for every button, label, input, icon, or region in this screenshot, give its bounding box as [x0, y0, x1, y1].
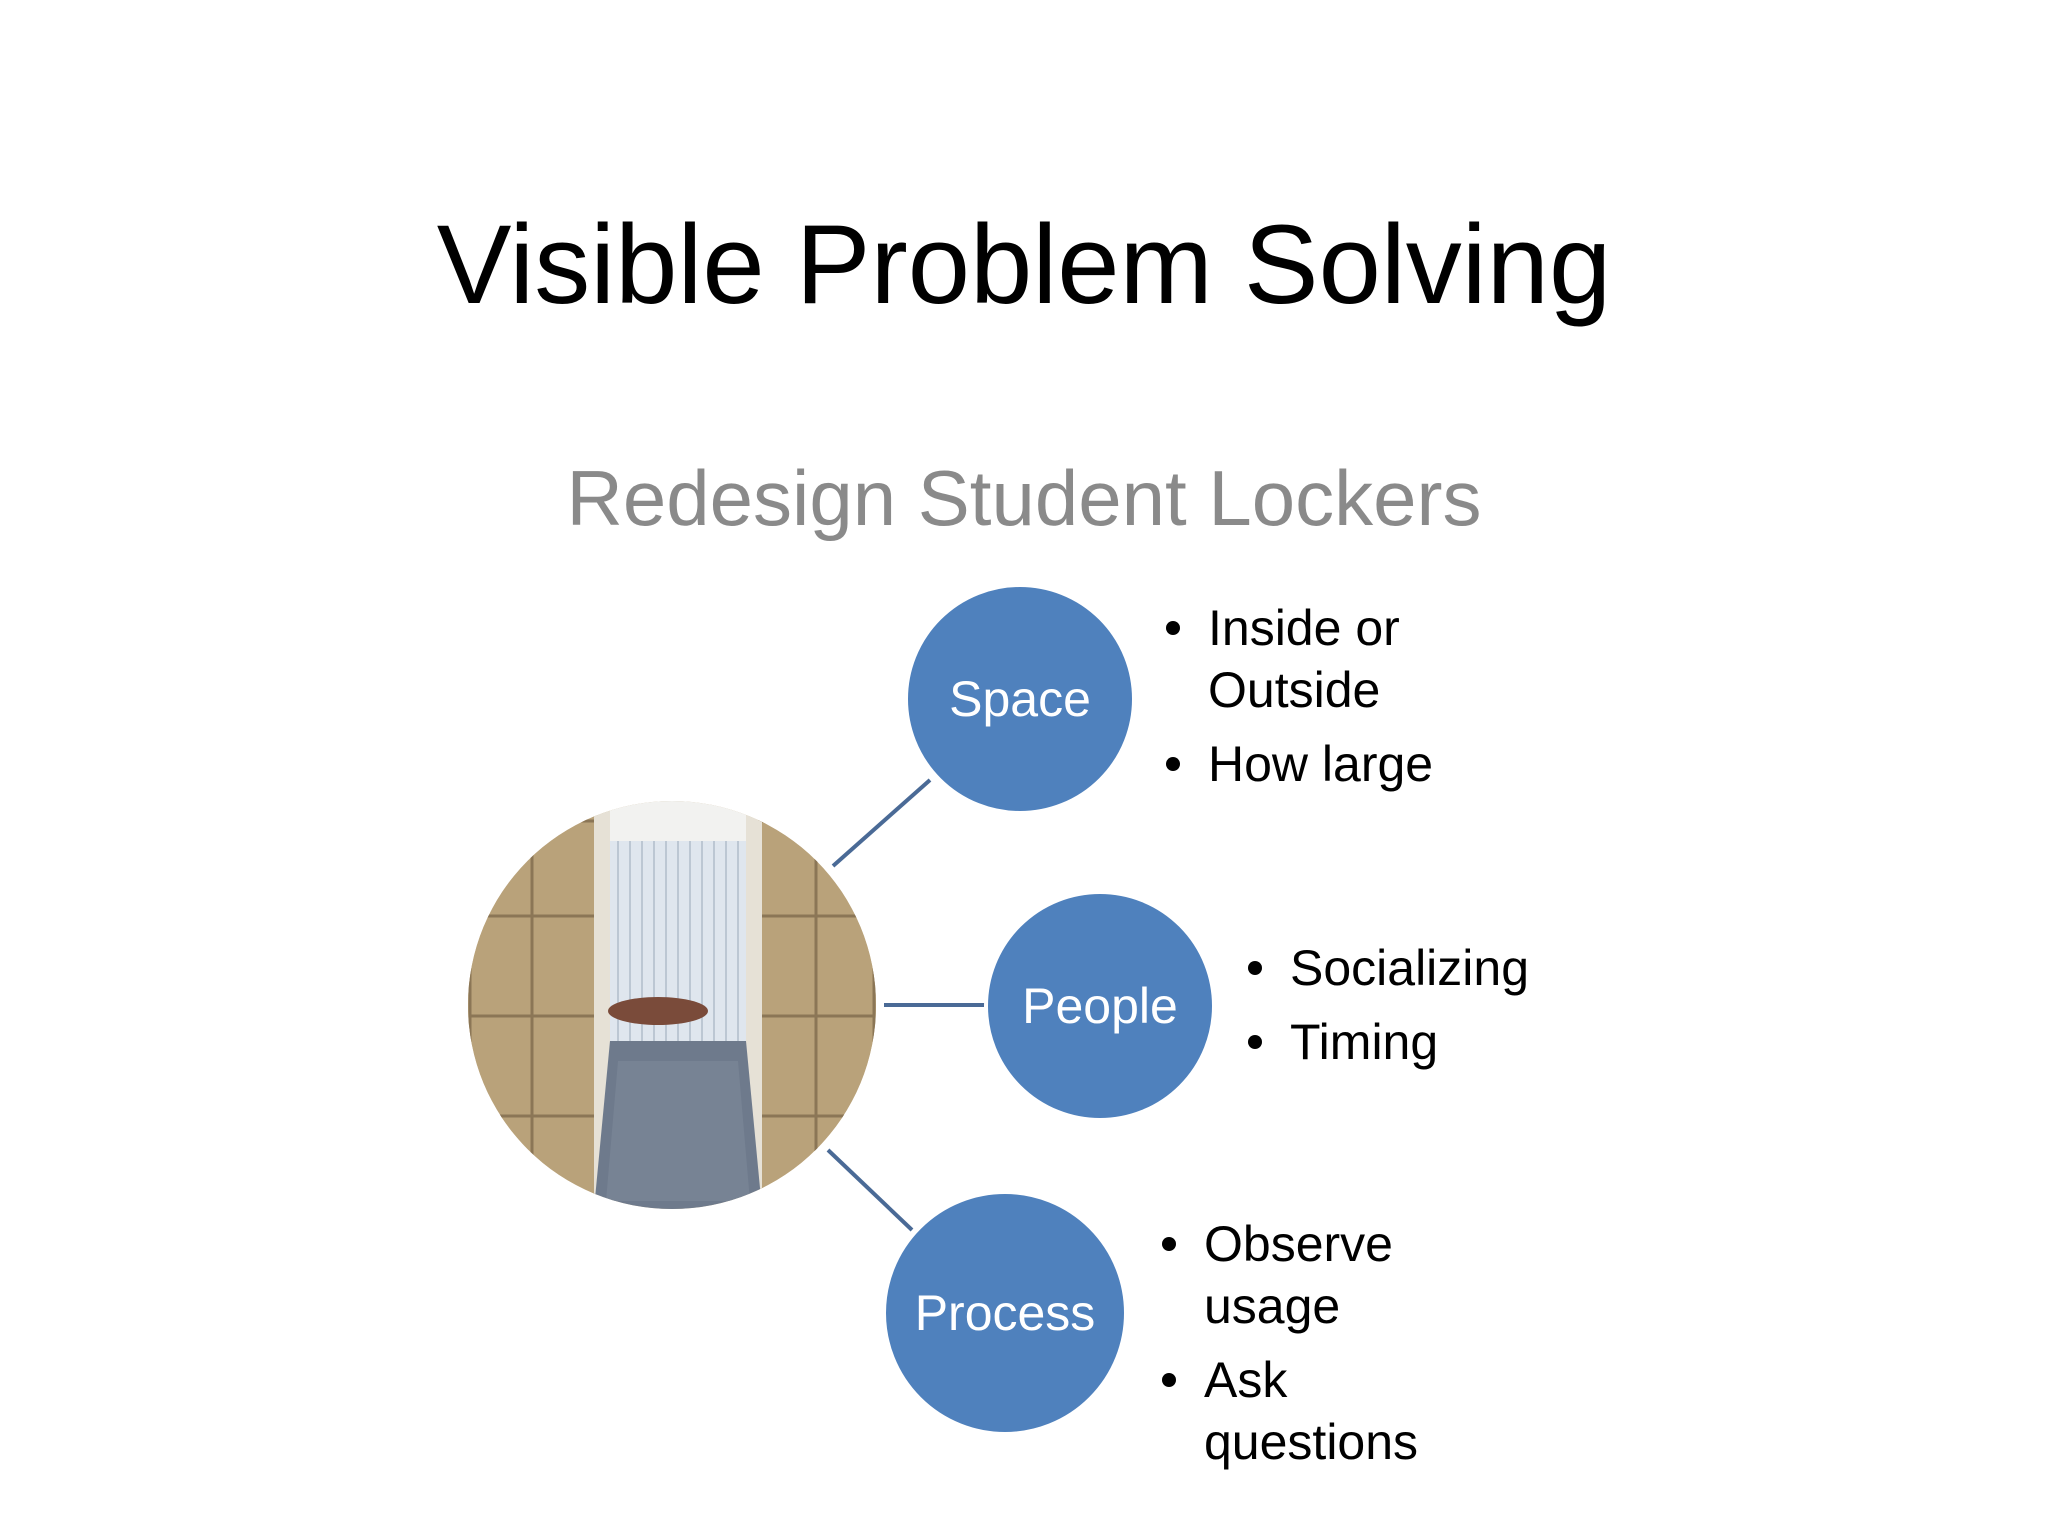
bullet-dot-icon: [1248, 961, 1262, 975]
bullet-item: Observe usage: [1156, 1213, 1496, 1337]
connector-process: [826, 1148, 914, 1232]
node-space-label: Space: [949, 671, 1091, 727]
bullet-dot-icon: [1162, 1373, 1176, 1387]
node-people-label: People: [1022, 978, 1178, 1034]
bullet-item: Socializing: [1242, 937, 1642, 999]
node-space: Space: [904, 583, 1136, 815]
bullet-item: How large: [1160, 733, 1500, 795]
node-process: Process: [882, 1190, 1128, 1436]
bullet-dot-icon: [1166, 621, 1180, 635]
slide-subtitle: Redesign Student Lockers: [566, 454, 1482, 542]
slide-title: Visible Problem Solving: [436, 202, 1612, 327]
bullet-dot-icon: [1248, 1035, 1262, 1049]
bullet-dot-icon: [1162, 1237, 1176, 1251]
bullets-space: Inside or Outside How large: [1160, 597, 1500, 807]
bullet-item: Timing: [1242, 1011, 1642, 1073]
node-process-label: Process: [914, 1285, 1096, 1341]
bullets-process: Observe usage Ask questions: [1156, 1213, 1496, 1485]
bullet-item: Inside or Outside: [1160, 597, 1500, 721]
hub-lockers-photo: [468, 801, 876, 1209]
bullet-dot-icon: [1166, 757, 1180, 771]
bullet-item: Ask questions: [1156, 1349, 1496, 1473]
connector-space: [831, 778, 932, 868]
lockers-photo-illustration: [468, 801, 876, 1209]
node-people: People: [984, 890, 1216, 1122]
bullets-people: Socializing Timing: [1242, 937, 1642, 1085]
